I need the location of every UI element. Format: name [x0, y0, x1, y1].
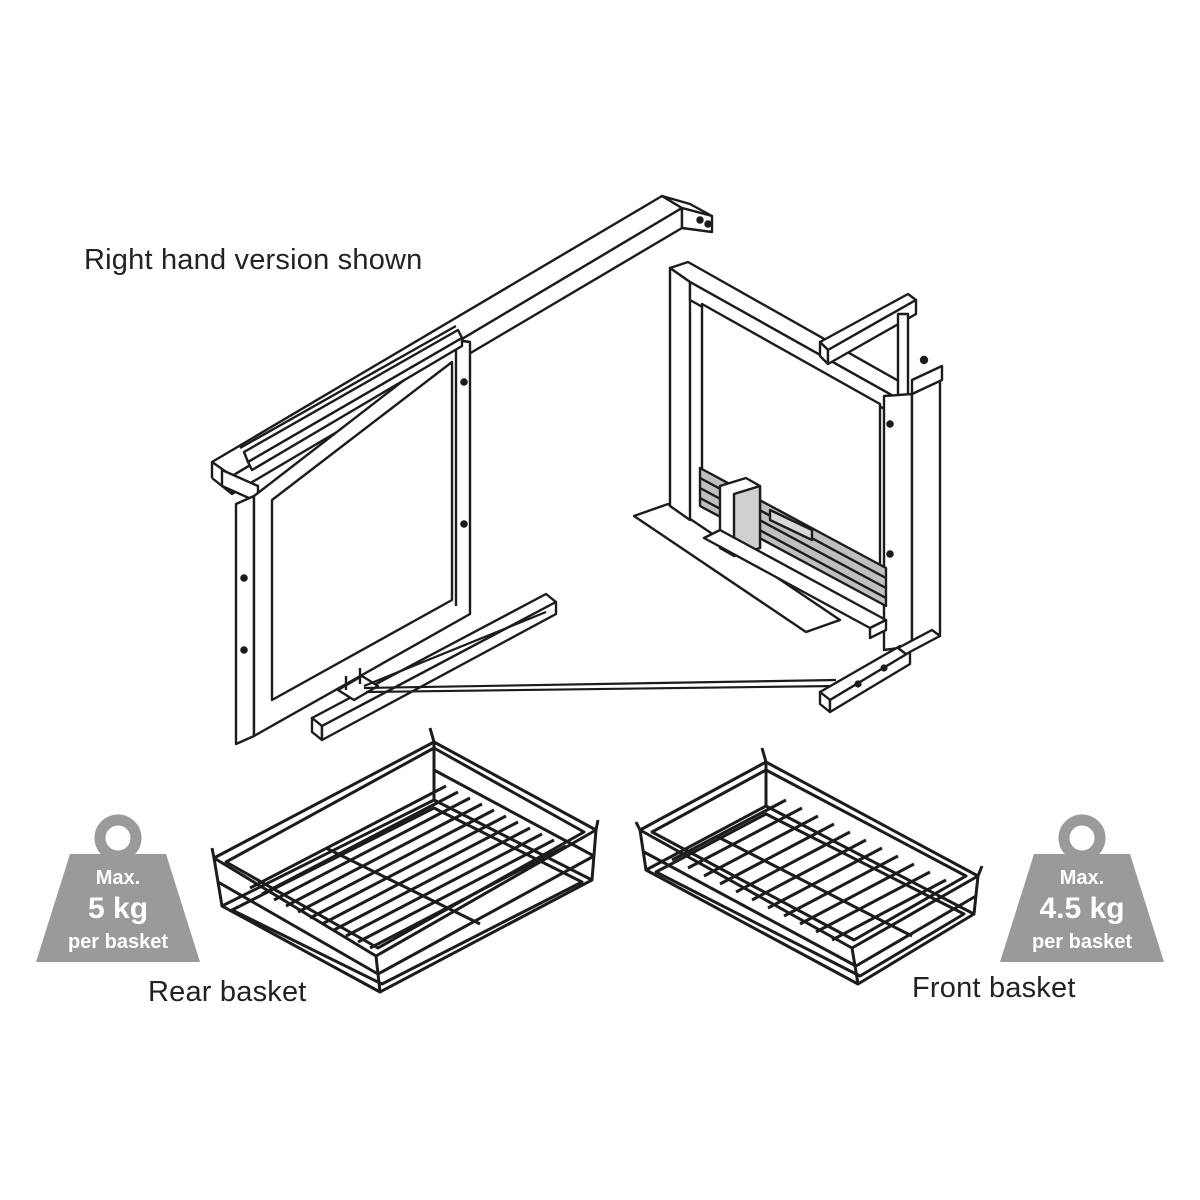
rear-basket-drawing — [210, 727, 600, 994]
weight-front-line1: Max. — [1060, 867, 1104, 889]
weight-rear-line1: Max. — [96, 867, 140, 889]
weight-front-line2: 4.5 kg — [1039, 892, 1124, 925]
front-basket-label: Front basket — [912, 972, 1076, 1004]
front-basket-drawing — [634, 747, 984, 986]
weight-rear-line2: 5 kg — [88, 892, 148, 925]
weight-icon-front: Max. 4.5 kg per basket — [1000, 814, 1164, 962]
weight-rear-line3: per basket — [68, 931, 168, 953]
weight-front-line3: per basket — [1032, 931, 1132, 953]
version-caption: Right hand version shown — [84, 244, 423, 276]
left-door-frame — [210, 194, 714, 746]
weight-icon-rear: Max. 5 kg per basket — [36, 814, 200, 962]
rear-basket-label: Rear basket — [148, 976, 307, 1008]
connecting-cable — [363, 610, 837, 694]
right-pullout-mechanism — [632, 260, 944, 714]
